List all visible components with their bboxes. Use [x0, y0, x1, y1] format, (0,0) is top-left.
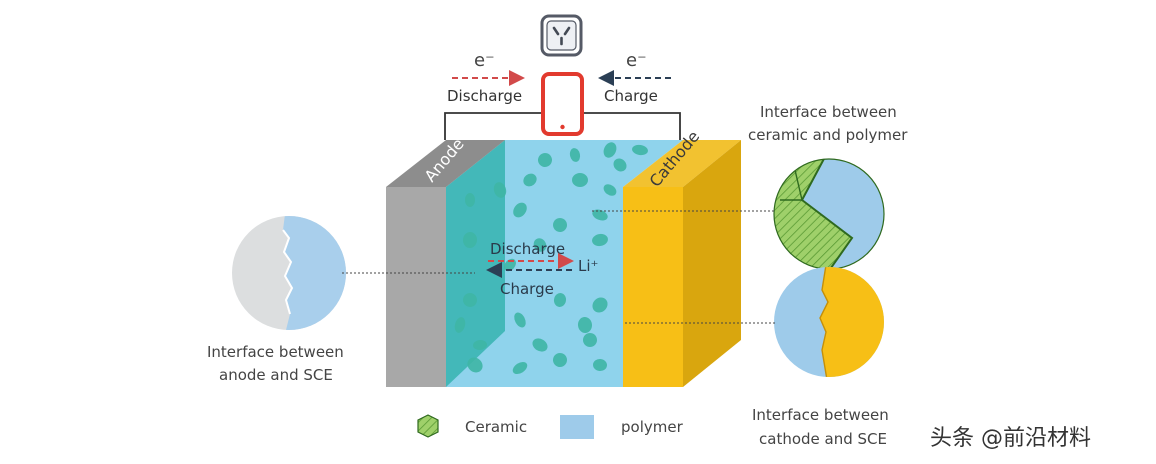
ceramic-particle [577, 317, 593, 333]
power-outlet-icon [540, 14, 583, 57]
ceramic-particle [553, 218, 567, 232]
ceramic-particle [572, 172, 588, 188]
discharge-top-label: Discharge [447, 87, 522, 105]
ceramic-particle [514, 312, 526, 328]
charge-mid-label: Charge [500, 280, 554, 298]
cathode-electrode: Cathode [623, 127, 741, 387]
legend: Ceramic polymer [417, 414, 684, 439]
anode-interface-caption-line2: anode and SCE [219, 366, 333, 384]
ceramic-particle [512, 361, 528, 375]
cathode-interface-circle [774, 267, 884, 377]
polymer-swatch-icon [560, 415, 594, 439]
ceramic-particle-icon [417, 414, 439, 438]
ceramic-particle [513, 202, 527, 218]
ceramic-particles [454, 142, 648, 375]
ceramic-particle [523, 173, 537, 187]
ceramic-particle [463, 293, 477, 307]
anode-electrode: Anode [386, 134, 505, 387]
watermark: 头条 @前沿材料 [930, 426, 1091, 451]
ceramic-particle [454, 317, 466, 333]
ceramic-particle [613, 158, 627, 172]
ceramic-particle [593, 358, 607, 372]
circuit-wire [444, 112, 681, 140]
ceramic-particle [473, 339, 487, 351]
discharge-mid-label: Discharge [490, 240, 565, 258]
ceramic-particle [592, 233, 608, 247]
ceramic-particle [462, 232, 478, 248]
legend-polymer-label: polymer [621, 418, 684, 436]
electron-right-label: e⁻ [626, 50, 647, 71]
ceramic-particle [553, 353, 567, 367]
ceramic-particle [632, 144, 648, 156]
ceramic-particle [493, 182, 507, 198]
ceramic-polymer-interface-circle [773, 158, 885, 270]
cathode-interface-caption-line1: Interface between [752, 406, 889, 424]
ceramic-particle [592, 297, 608, 313]
ceramic-particle [592, 209, 608, 221]
legend-ceramic-label: Ceramic [465, 418, 527, 436]
charge-top-label: Charge [604, 87, 658, 105]
ceramic-particle [467, 357, 483, 373]
smartphone-icon [541, 72, 584, 136]
ceramic-particle [465, 193, 475, 207]
ceramic-interface-caption-line2: ceramic and polymer [748, 126, 908, 144]
ceramic-particle [582, 333, 597, 347]
ceramic-particle [538, 153, 552, 167]
ceramic-interface-caption-line1: Interface between [760, 103, 897, 121]
ceramic-particle [533, 238, 547, 252]
ceramic-particle [532, 338, 548, 352]
ceramic-particle [569, 148, 581, 162]
electrolyte [446, 140, 683, 387]
anode-interface-caption-line1: Interface between [207, 343, 344, 361]
ceramic-particle [603, 142, 617, 158]
li-ion-label: Li⁺ [578, 257, 598, 275]
electron-left-label: e⁻ [474, 50, 495, 71]
ceramic-particle [603, 184, 617, 196]
anode-interface-circle [232, 216, 346, 330]
ceramic-particle [553, 293, 567, 307]
cathode-interface-caption-line2: cathode and SCE [759, 430, 887, 448]
